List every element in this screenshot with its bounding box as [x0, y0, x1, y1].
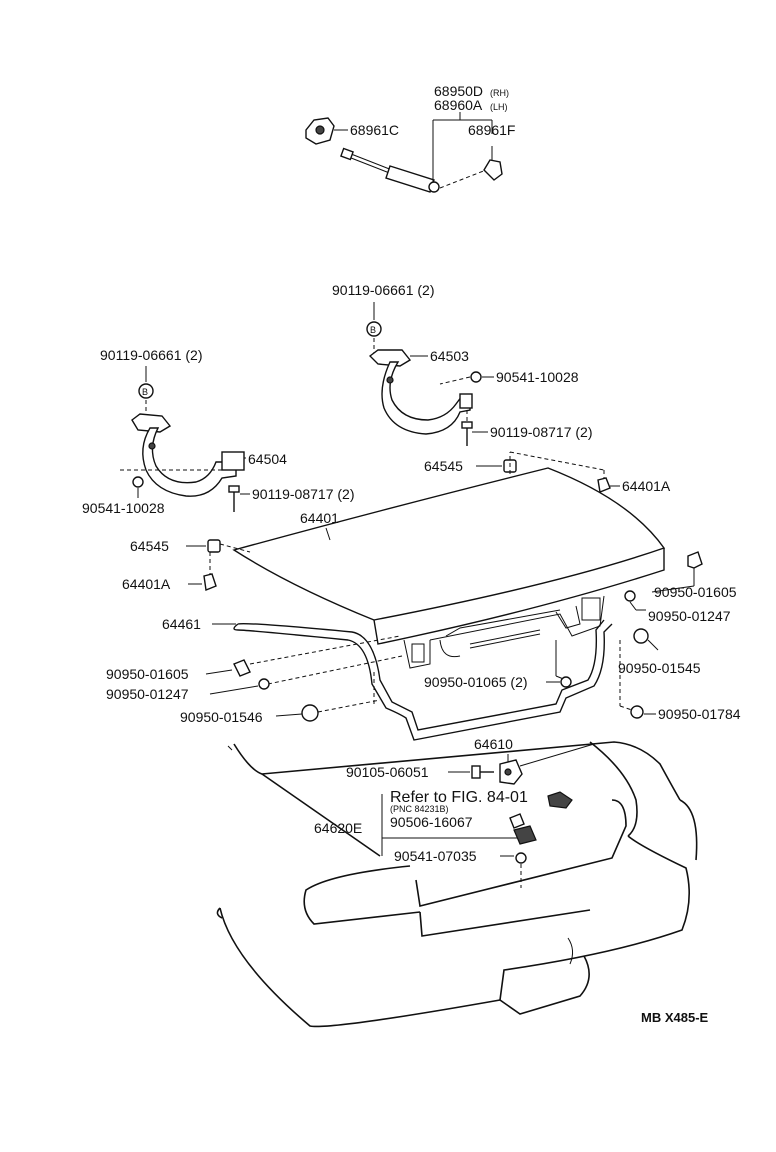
nut-90541-10028-left	[132, 476, 144, 488]
clip-90950-01546	[301, 704, 319, 722]
label-68961f: 68961F	[468, 122, 515, 138]
diagram-code: MB X485-E	[641, 1010, 709, 1025]
label-64545-right: 64545	[424, 458, 463, 474]
label-64503: 64503	[430, 348, 469, 364]
trunk-lid-stay-assembly	[305, 112, 503, 193]
label-64504: 64504	[248, 451, 287, 467]
clip-90950-01065	[560, 676, 572, 688]
label-64610: 64610	[474, 736, 513, 752]
label-64620e: 64620E	[314, 820, 362, 836]
clip-90950-01247-left	[258, 678, 270, 690]
label-90950-01247-right: 90950-01247	[648, 608, 731, 624]
stopper-64401a-right	[597, 477, 611, 493]
label-68960a: 68960A	[434, 97, 483, 113]
label-90950-01065: 90950-01065 (2)	[424, 674, 528, 690]
label-90541-07035: 90541-07035	[394, 848, 477, 864]
label-64401a-left: 64401A	[122, 576, 171, 592]
b-mark-left: B	[138, 383, 154, 399]
bolt-90119-08717-right	[461, 410, 473, 446]
trunk-lock-assembly	[499, 743, 595, 785]
clip-90950-01545	[633, 628, 649, 644]
label-90541-10028-right: 90541-10028	[496, 369, 579, 385]
label-90105-06051: 90105-06051	[346, 764, 429, 780]
svg-text:B: B	[370, 325, 376, 335]
b-mark-top: B	[366, 321, 382, 337]
stay-cylinder	[385, 165, 435, 193]
hinge-left	[131, 413, 245, 497]
label-90950-01546: 90950-01546	[180, 709, 263, 725]
label-90119-08717-left: 90119-08717 (2)	[252, 486, 354, 502]
trunk-lid	[232, 467, 666, 669]
label-90541-10028-left: 90541-10028	[82, 500, 165, 516]
label-90950-01784: 90950-01784	[658, 706, 741, 722]
stopper-64401a-left	[203, 573, 217, 591]
label-64461: 64461	[162, 616, 201, 632]
car-rear-body	[216, 741, 698, 1028]
label-refer-pnc: (PNC 84231B)	[390, 804, 449, 814]
label-64401a-right: 64401A	[622, 478, 671, 494]
label-64545-left: 64545	[130, 538, 169, 554]
bolt-90119-08717-left	[228, 485, 240, 512]
label-90119-08717-right: 90119-08717 (2)	[490, 424, 592, 440]
label-68961c: 68961C	[350, 122, 399, 138]
stay-rod	[345, 151, 393, 171]
nut-90541-10028-right	[470, 371, 482, 383]
clip-90950-01784	[630, 705, 644, 719]
bolt-90105-06051	[471, 765, 494, 779]
label-90950-01247-left: 90950-01247	[106, 686, 189, 702]
label-90950-01605-right: 90950-01605	[654, 584, 737, 600]
label-64401: 64401	[300, 510, 339, 526]
lock-cylinder-part	[547, 791, 573, 809]
spring-90506-16067	[509, 813, 525, 829]
nut-90541-07035	[515, 852, 527, 864]
striker-64620e	[513, 825, 537, 845]
label-90950-01545: 90950-01545	[618, 660, 701, 676]
label-90119-06661-top: 90119-06661 (2)	[332, 282, 434, 298]
label-68950d-side: (RH)	[490, 88, 509, 98]
clip-90950-01247-right	[624, 590, 636, 602]
weatherstrip	[233, 619, 613, 741]
hinge-right	[368, 349, 473, 435]
cushion-64545-left	[207, 539, 221, 553]
label-90119-06661-left: 90119-06661 (2)	[100, 347, 202, 363]
label-90950-01605-left: 90950-01605	[106, 666, 189, 682]
svg-text:B: B	[142, 387, 148, 397]
label-68950d: 68950D	[434, 83, 483, 99]
stay-mount-bracket-right	[483, 159, 503, 181]
clip-90950-01605-right	[687, 551, 703, 569]
clip-90950-01605-left	[233, 659, 251, 677]
label-90506-16067: 90506-16067	[390, 814, 473, 830]
label-refer-fig: Refer to FIG. 84-01	[390, 789, 528, 806]
label-68960a-side: (LH)	[490, 102, 508, 112]
